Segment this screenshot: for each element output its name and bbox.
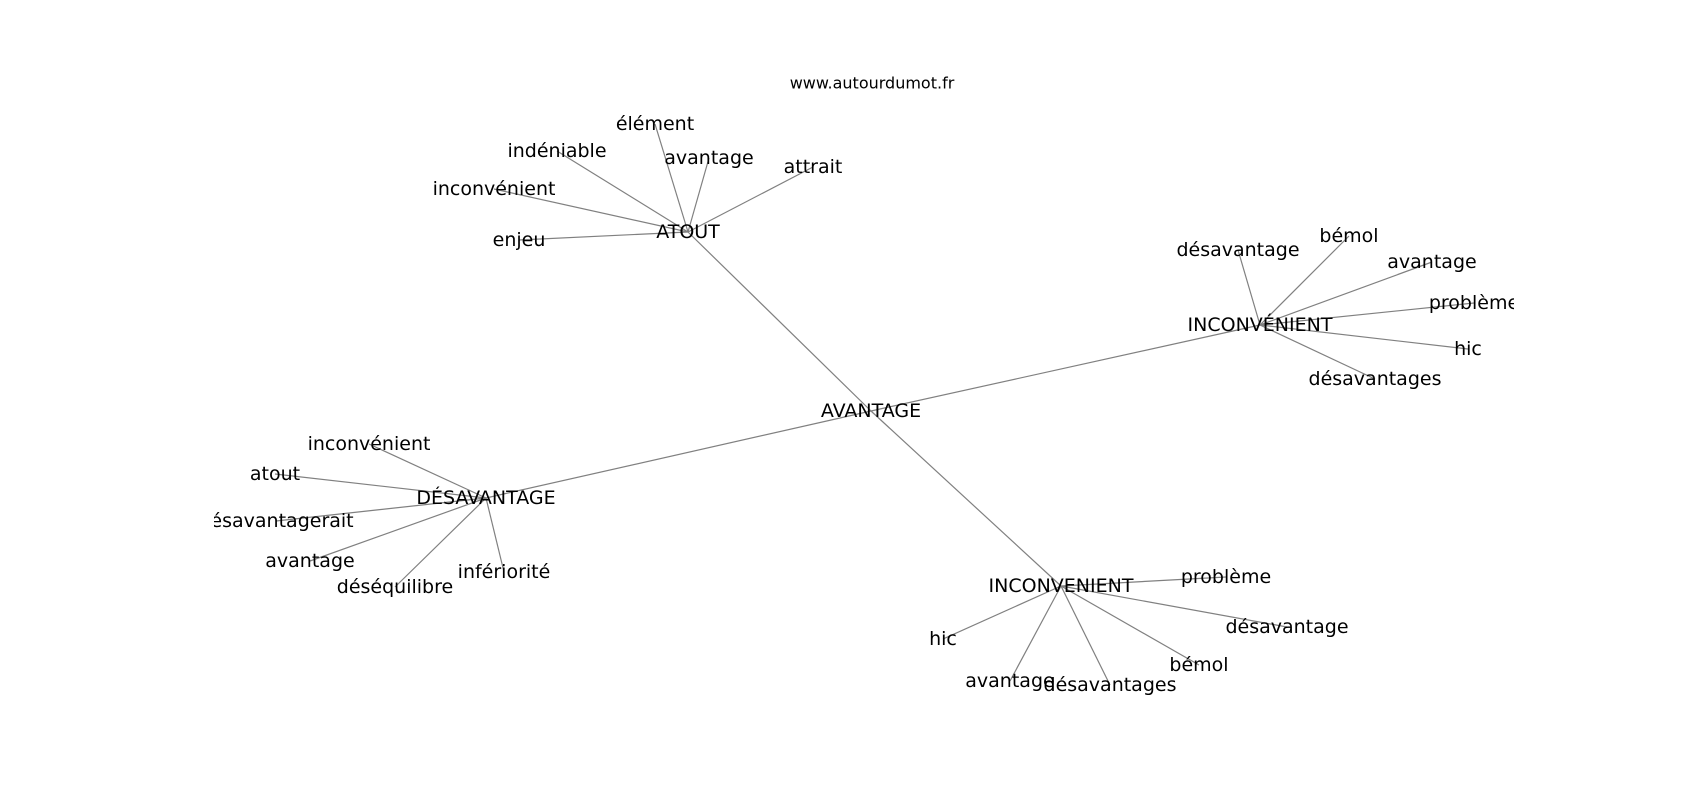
node-inconvenient-hub: INCONVENIENT	[989, 575, 1134, 597]
node-atout-hub: ATOUT	[656, 221, 720, 243]
edge-inconvenient-accent-hub-inca-hic	[1259, 324, 1469, 350]
edge-inconvenient-hub-inc-desavantage	[1060, 585, 1288, 628]
edge-atout-hub-atout-element	[654, 123, 689, 233]
node-inc-desavantage: désavantage	[1225, 616, 1348, 638]
node-inconvenient-accent-hub: INCONVÉNIENT	[1188, 313, 1333, 336]
edge-desavantage-hub-des-desequilibre	[394, 497, 487, 588]
edge-desavantage-hub-des-avantage	[309, 497, 487, 562]
node-atout-avantage: avantage	[664, 147, 753, 169]
edges-layer	[274, 123, 1475, 686]
watermark: www.autourdumot.fr	[790, 74, 955, 93]
edge-atout-hub-atout-inconvenient	[493, 188, 689, 233]
node-atout-element: élément	[616, 113, 694, 135]
edge-inconvenient-hub-inc-probleme	[1060, 576, 1227, 587]
node-inca-desavantage: désavantage	[1176, 239, 1299, 261]
node-des-inferiorite: infériorité	[458, 561, 551, 583]
node-des-atout: atout	[250, 463, 300, 485]
node-des-inconvenient: inconvénient	[308, 433, 431, 455]
edge-avantage-center-atout-hub	[687, 231, 872, 412]
edge-desavantage-hub-des-desavantagerait	[275, 497, 487, 522]
node-desavantage-hub: DÉSAVANTAGE	[416, 486, 555, 509]
edge-inconvenient-accent-hub-inca-desavantage	[1237, 249, 1261, 326]
edge-inconvenient-hub-inc-desavantages	[1060, 585, 1111, 686]
node-inca-hic: hic	[1454, 338, 1482, 360]
node-inca-desavantages: désavantages	[1309, 368, 1442, 390]
node-inc-avantage: avantage	[965, 670, 1054, 692]
edge-inconvenient-accent-hub-inca-bemol	[1259, 235, 1350, 326]
edge-inconvenient-hub-inc-avantage	[1009, 585, 1062, 682]
node-avantage-center: AVANTAGE	[821, 400, 921, 422]
node-des-desequilibre: déséquilibre	[337, 576, 453, 598]
edge-inconvenient-hub-inc-hic	[942, 585, 1062, 640]
edge-desavantage-hub-des-inconvenient	[368, 443, 487, 499]
node-atout-indeniable: indéniable	[507, 140, 606, 162]
edge-avantage-center-inconvenient-accent-hub	[870, 324, 1261, 412]
node-des-desavantagerait: désavantagerait	[198, 510, 353, 532]
node-atout-enjeu: enjeu	[493, 229, 546, 251]
node-inc-desavantages: désavantages	[1044, 674, 1177, 696]
labels-layer: AVANTAGE ATOUT INCONVÉNIENT DÉSAVANTAGE INCO…	[198, 113, 1519, 696]
edge-atout-hub-atout-indeniable	[556, 150, 689, 233]
edge-avantage-center-desavantage-hub	[485, 410, 872, 499]
node-inca-bemol: bémol	[1319, 225, 1378, 247]
node-inc-bemol: bémol	[1169, 654, 1228, 676]
edge-atout-hub-atout-enjeu	[518, 231, 689, 241]
node-inc-probleme: problème	[1181, 566, 1271, 588]
edge-inconvenient-accent-hub-inca-probleme	[1259, 302, 1475, 326]
node-inca-avantage: avantage	[1387, 251, 1476, 273]
edge-desavantage-hub-des-inferiorite	[485, 497, 505, 573]
edge-desavantage-hub-des-atout	[274, 473, 487, 499]
node-inc-hic: hic	[929, 628, 957, 650]
node-des-avantage: avantage	[265, 550, 354, 572]
edge-inconvenient-accent-hub-inca-avantage	[1259, 261, 1433, 326]
node-atout-attrait: attrait	[784, 156, 843, 178]
edge-inconvenient-hub-inc-bemol	[1060, 585, 1200, 666]
edge-avantage-center-inconvenient-hub	[870, 410, 1062, 587]
edge-atout-hub-atout-avantage	[687, 157, 710, 233]
node-inca-probleme: problème	[1429, 292, 1519, 314]
node-atout-inconvenient: inconvénient	[433, 178, 556, 200]
edge-inconvenient-accent-hub-inca-desavantages	[1259, 324, 1376, 380]
edge-atout-hub-atout-attrait	[687, 166, 814, 233]
